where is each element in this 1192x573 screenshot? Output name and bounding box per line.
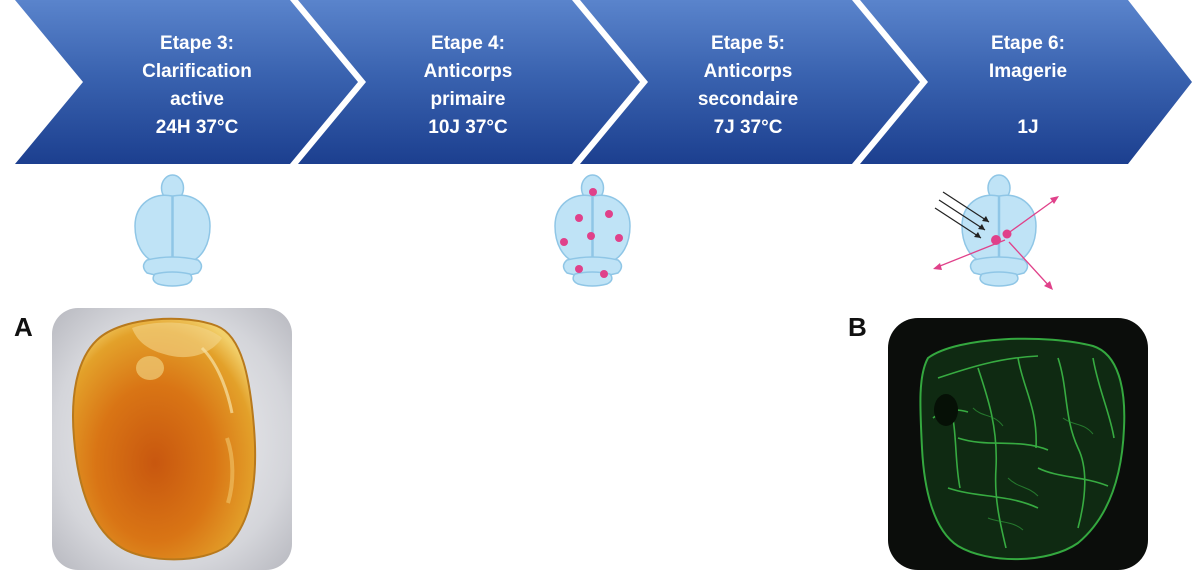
antibody-dot — [600, 270, 608, 278]
step-4-line2: primaire — [430, 89, 506, 110]
antibody-dot — [575, 265, 583, 273]
step-4-line1: Anticorps — [423, 61, 513, 82]
brain-imaging-icon — [933, 174, 1059, 290]
step-4-title: Etape 4: — [431, 33, 505, 54]
step-4-text: Etape 4: Anticorps primaire 10J 37°C — [378, 30, 558, 142]
antibody-dot — [575, 214, 583, 222]
chevron-step-3 — [15, 0, 358, 164]
antibody-dot — [560, 238, 568, 246]
step-6-title: Etape 6: — [991, 33, 1065, 54]
brain-clear-icon — [134, 174, 211, 287]
step-3-text: Etape 3: Clarification active 24H 37°C — [107, 30, 287, 142]
fluorescence-image — [888, 318, 1148, 570]
step-5-line2: secondaire — [697, 89, 799, 110]
process-chevrons — [15, 0, 1192, 164]
step-3-line1: Clarification — [142, 61, 252, 82]
panel-b-label: B — [848, 312, 867, 342]
step-3-line2: active — [170, 89, 224, 110]
step-3-line3: 24H 37°C — [155, 117, 239, 138]
step-5-line3: 7J 37°C — [713, 117, 783, 138]
antibody-dot — [589, 188, 597, 196]
chevron-step-5 — [580, 0, 920, 164]
step-5-title: Etape 5: — [711, 33, 785, 54]
chevron-step-4 — [298, 0, 640, 164]
brain-antibody-icon — [554, 174, 631, 287]
cleared-brain-photo — [52, 308, 292, 570]
chevron-step-6 — [860, 0, 1192, 164]
antibody-dot — [615, 234, 623, 242]
step-6-line1: Imagerie — [988, 61, 1068, 82]
step-6-line2 — [938, 86, 1118, 114]
step-6-text: Etape 6: Imagerie 1J — [938, 30, 1118, 142]
excitation-light-icon — [934, 191, 990, 239]
step-5-text: Etape 5: Anticorps secondaire 7J 37°C — [658, 30, 838, 142]
step-6-line3: 1J — [1017, 117, 1039, 138]
emission-light-icon — [934, 197, 1058, 289]
step-4-line3: 10J 37°C — [428, 117, 508, 138]
panel-a-label: A — [14, 312, 33, 342]
antibody-dot — [605, 210, 613, 218]
antibody-dot — [587, 232, 595, 240]
step-3-title: Etape 3: — [160, 33, 234, 54]
step-5-line1: Anticorps — [703, 61, 793, 82]
